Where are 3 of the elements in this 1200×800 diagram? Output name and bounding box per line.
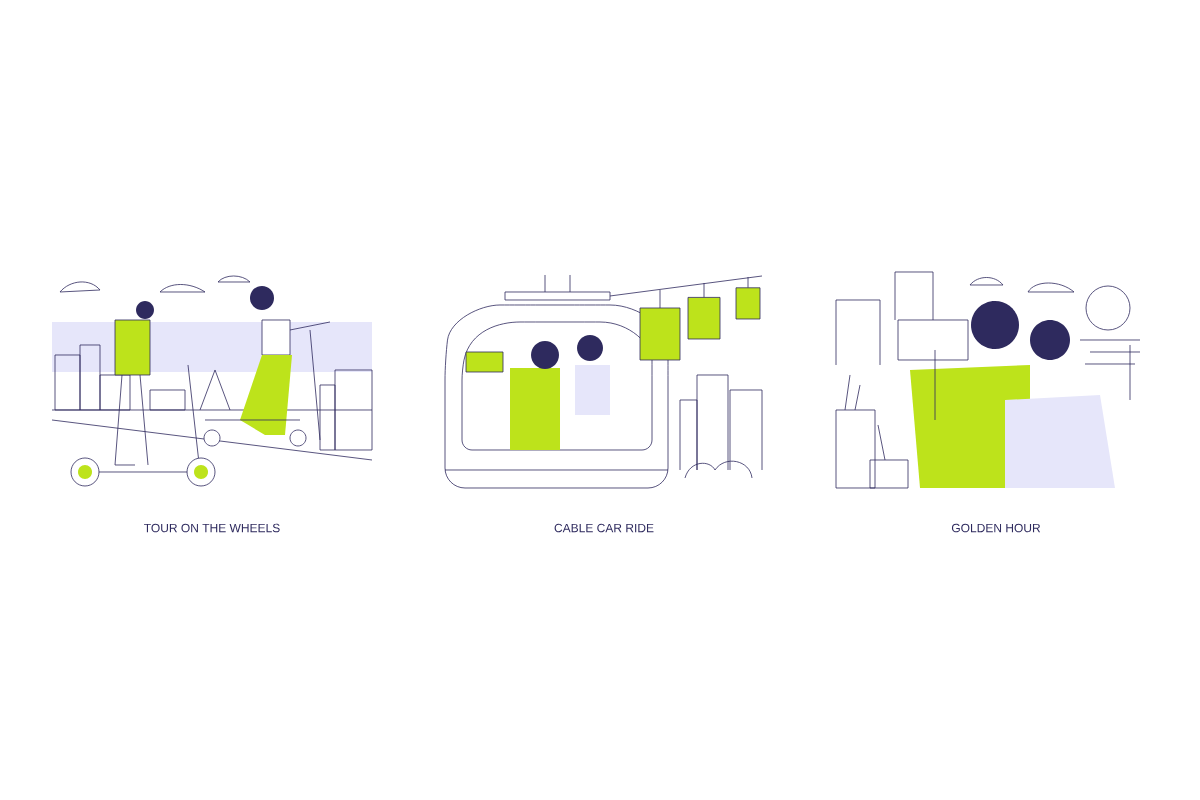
caption: GOLDEN HOUR [951, 523, 1041, 533]
caption: CABLE CAR RIDE [554, 523, 654, 533]
caption: TOUR ON THE WHEELS [144, 523, 280, 533]
